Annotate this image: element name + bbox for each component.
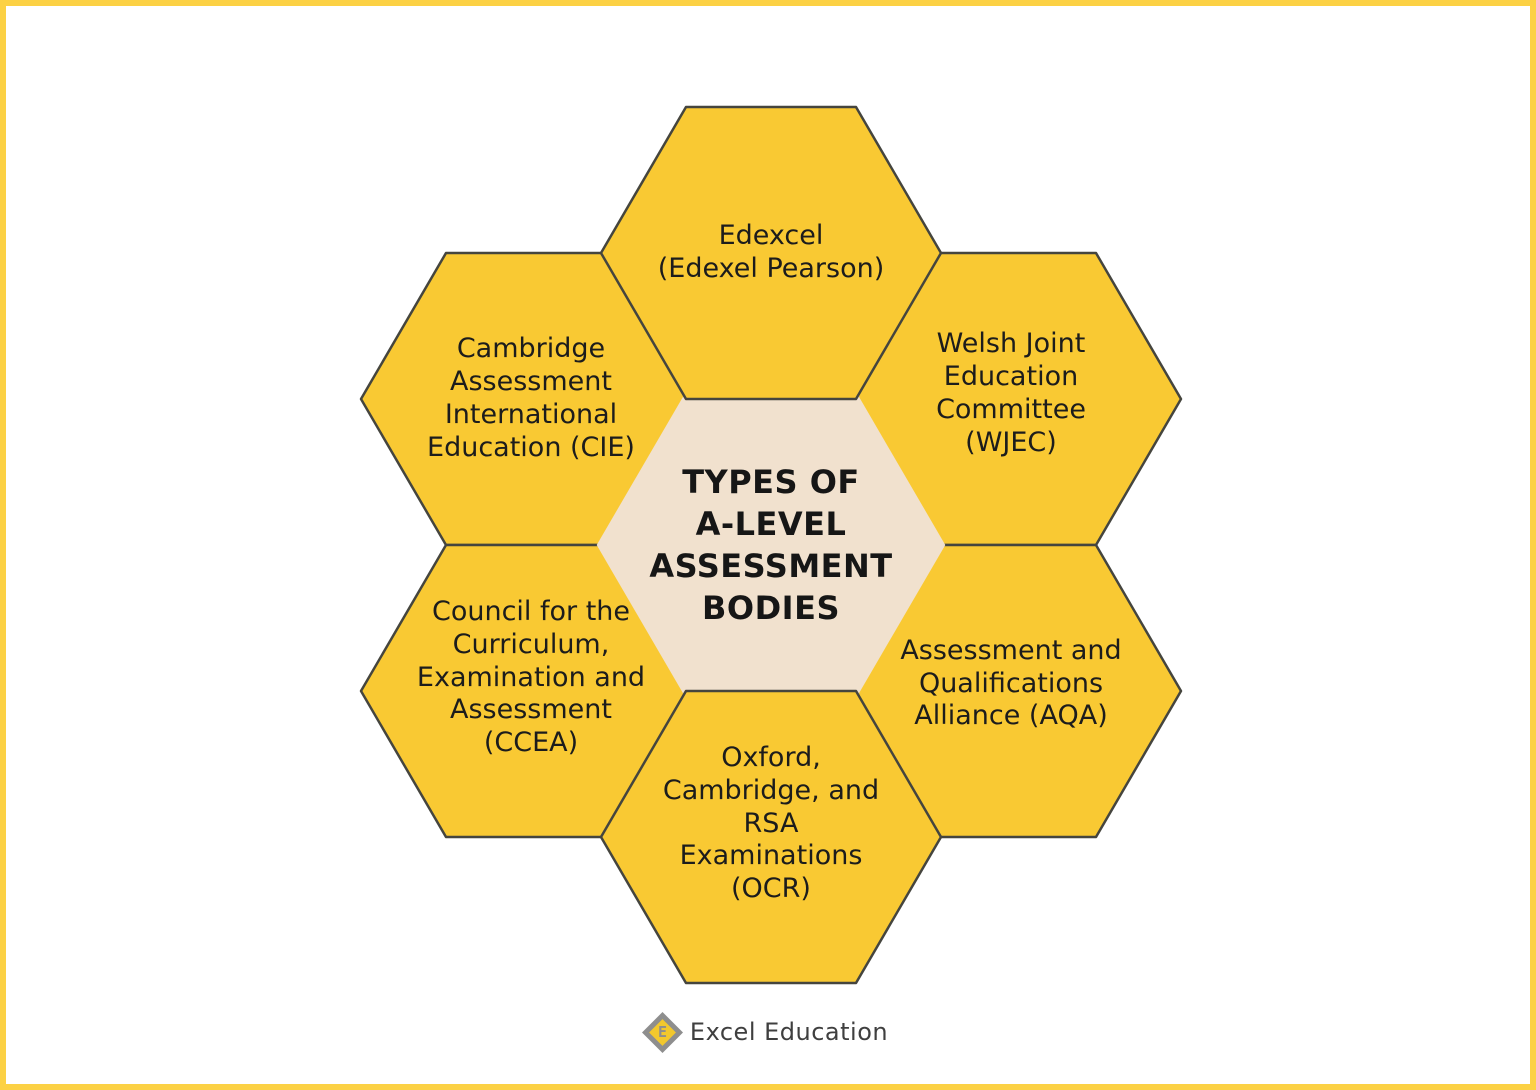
logo-inner-square: E [648,1018,676,1046]
logo-letter: E [657,1022,667,1041]
footer-brand: E Excel Education [0,1006,1536,1058]
hexagon-center [596,395,946,695]
excel-education-logo-icon: E [641,1011,683,1053]
hexagon-ocr [599,689,943,985]
brand-name: Excel Education [689,1018,889,1046]
hexagon-edexcel [599,105,943,401]
